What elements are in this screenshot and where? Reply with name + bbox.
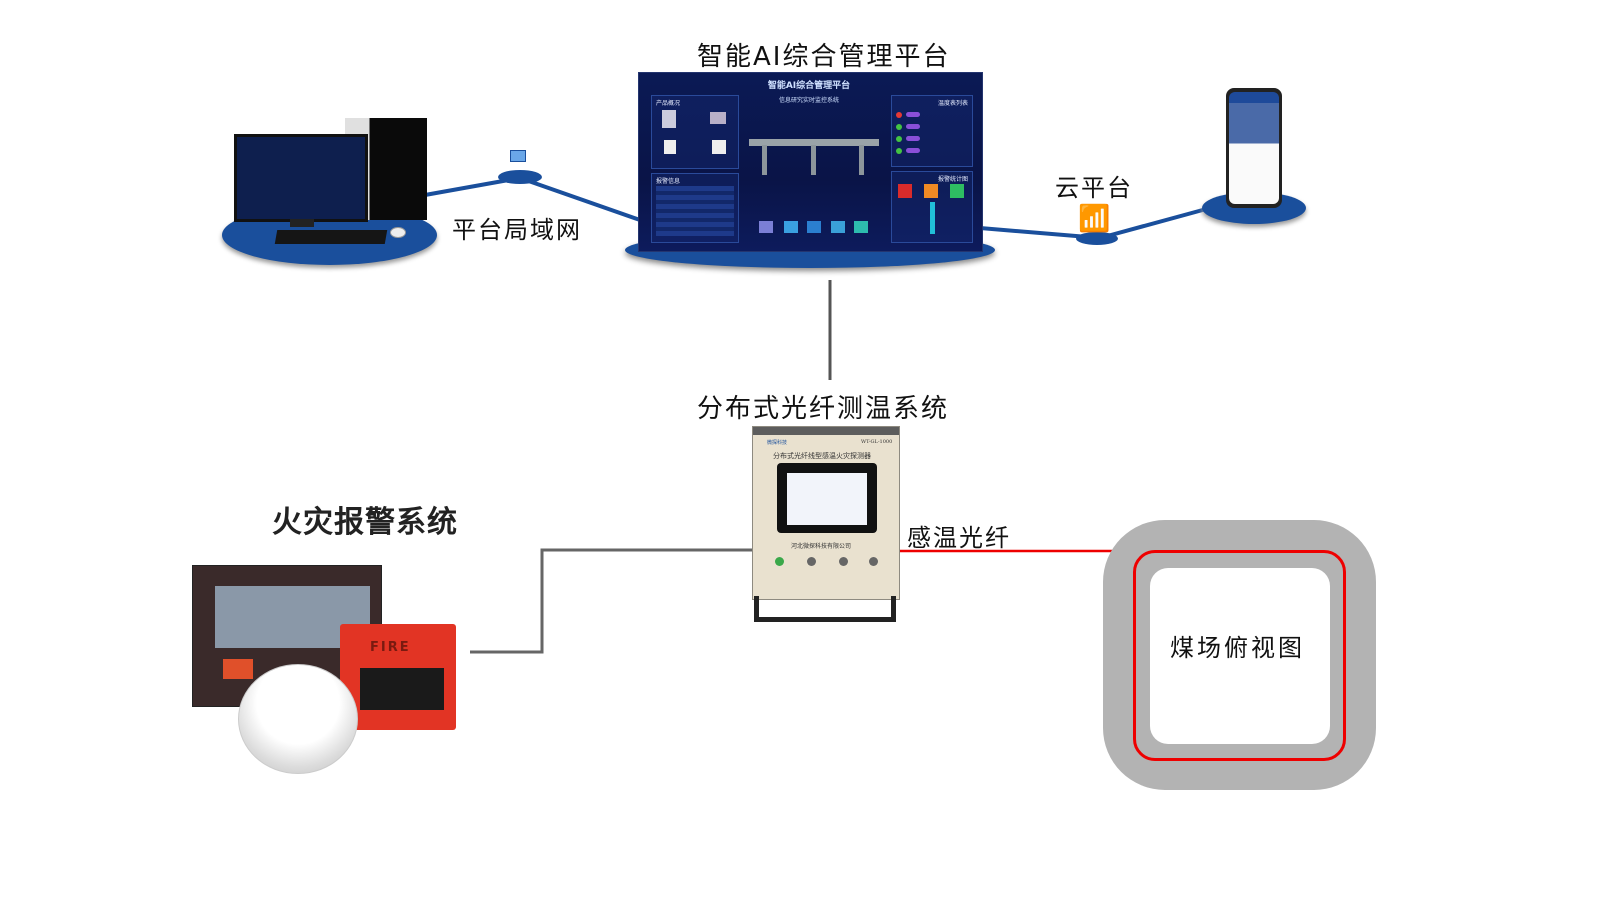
nav-icon[interactable] (784, 221, 798, 233)
panel-title: 产品概况 (656, 100, 681, 107)
reset-button[interactable] (869, 557, 878, 566)
fiber-label: 感温光纤 (907, 524, 1011, 552)
pipe-rack-pillar (762, 145, 767, 175)
temperature-fiber-loop (1133, 550, 1346, 761)
device-thumb (712, 140, 726, 154)
status-dot-ok (896, 148, 902, 154)
cabinet-device-name: 分布式光纤线型感温火灾探测器 (773, 452, 871, 460)
dts-title: 分布式光纤测温系统 (697, 394, 950, 424)
lan-node-base (498, 170, 542, 184)
cloud-label: 云平台 (1055, 174, 1133, 202)
dts-cabinet[interactable]: 微探科技 WT-GL-1000 分布式光纤线型感温火灾探测器 河北微探科技有限公… (752, 426, 900, 600)
alarm-tile-orange (924, 184, 938, 198)
smoke-detector (238, 664, 358, 774)
break-glass (360, 668, 444, 710)
pipe-rack-pillar (811, 145, 816, 175)
panel-product-overview: 产品概况 (651, 95, 739, 169)
panel-alarm-info: 报警信息 (651, 173, 739, 243)
fire-alarm-title: 火灾报警系统 (272, 505, 458, 540)
lan-link-right (519, 176, 641, 222)
nav-icon[interactable] (831, 221, 845, 233)
run-indicator[interactable] (775, 557, 784, 566)
mobile-screen (1229, 92, 1279, 204)
platform-title: 智能AI综合管理平台 (697, 42, 951, 72)
panel-title: 温度表列表 (937, 100, 968, 107)
manual-call-point: FIRE (340, 624, 456, 730)
alarm-tile-red (898, 184, 912, 198)
panel-title: 报警统计图 (937, 176, 968, 183)
device-thumb (662, 110, 676, 128)
cloud-node-base (1076, 232, 1118, 245)
cabinet-model: WT-GL-1000 (861, 439, 893, 445)
dashboard-title: 智能AI综合管理平台 (767, 81, 851, 91)
coal-yard-inner (1150, 568, 1330, 744)
fire-dts-link (470, 548, 752, 654)
device-thumb (664, 140, 676, 154)
keyboard (274, 230, 388, 244)
status-dot-alarm (896, 112, 902, 118)
tag (906, 112, 920, 117)
alarm-tile-green (950, 184, 964, 198)
nav-icon[interactable] (854, 221, 868, 233)
panel-title: 报警信息 (656, 178, 681, 185)
device-thumb (710, 112, 726, 124)
cloud-link-right (1099, 206, 1211, 240)
tag (906, 136, 920, 141)
network-icon (510, 150, 526, 162)
cabinet-top (753, 427, 899, 435)
monitor-stand (290, 219, 314, 227)
nav-icon[interactable] (759, 221, 773, 233)
pipe-rack-graphic (749, 139, 879, 146)
lan-label: 平台局域网 (452, 216, 582, 244)
touchscreen-display (787, 473, 867, 525)
tag (906, 148, 920, 153)
panel-temperature-list: 温度表列表 (891, 95, 973, 167)
status-dot-ok (896, 124, 902, 130)
cabinet-manufacturer: 河北微探科技有限公司 (791, 543, 852, 550)
cabinet-stand (754, 596, 896, 622)
nav-icon[interactable] (807, 221, 821, 233)
pipe-rack-pillar (859, 145, 864, 175)
monitor[interactable] (234, 134, 368, 222)
fire-indicator[interactable] (839, 557, 848, 566)
control-panel-button (223, 659, 253, 679)
coal-yard-label: 煤场俯视图 (1170, 634, 1305, 662)
cabinet-touchscreen[interactable] (777, 463, 877, 533)
fault-indicator[interactable] (807, 557, 816, 566)
mouse (390, 227, 406, 238)
fire-text: FIRE (370, 640, 411, 655)
status-dot-ok (896, 136, 902, 142)
stat-bar (930, 202, 935, 234)
mobile-phone[interactable] (1226, 88, 1282, 208)
alarm-table (656, 186, 734, 236)
wifi-icon: 📶 (1078, 204, 1111, 234)
platform-dashboard[interactable]: 智能AI综合管理平台 信息研究实时监控系统 产品概况 报警信息 温度表列表 报警… (638, 72, 983, 252)
tag (906, 124, 920, 129)
cabinet-brand: 微探科技 (767, 440, 788, 446)
panel-statistics: 报警统计图 (891, 171, 973, 243)
dashboard-subtitle: 信息研究实时监控系统 (778, 97, 839, 104)
